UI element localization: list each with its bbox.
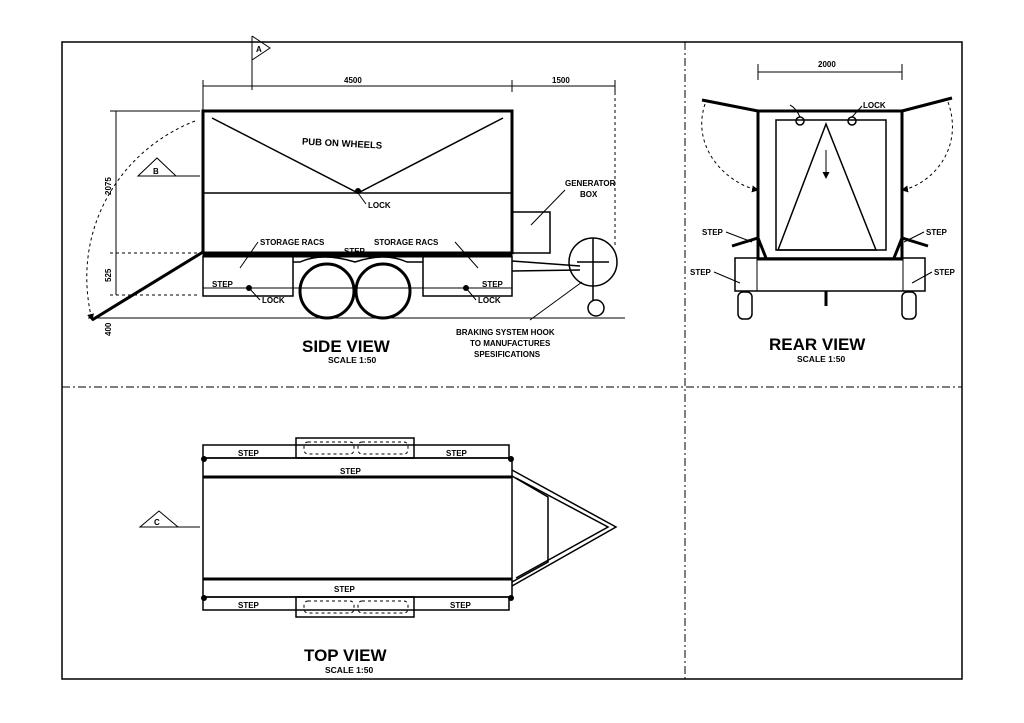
wheel-arch-top (295, 437, 415, 459)
section-marker-c: C (138, 510, 200, 528)
generator-label-2: BOX (580, 190, 598, 199)
trailer-body (201, 109, 514, 255)
rear-wheel-left (737, 291, 753, 320)
dim-2000-label: 2000 (818, 60, 836, 69)
section-marker-b: B (136, 157, 200, 177)
rear-step-label-ur: STEP (926, 228, 948, 237)
step-label-side-front: STEP (482, 280, 504, 289)
braking-note-2: TO MANUFACTURES (470, 339, 551, 348)
wheels-side (298, 262, 412, 320)
lock-label-rear: LOCK (262, 296, 285, 305)
rear-wheel-right (901, 291, 917, 320)
top-step-label-6: STEP (450, 601, 472, 610)
wheel-arch-bottom (295, 596, 415, 618)
rear-ramp (91, 250, 204, 322)
rear-step-label-ll: STEP (690, 268, 712, 277)
marker-a-label: A (256, 45, 262, 54)
marker-c-label: C (154, 518, 160, 527)
side-view-scale: SCALE 1:50 (328, 355, 376, 365)
side-view-title: SIDE VIEW (302, 337, 391, 356)
top-view-scale: SCALE 1:50 (325, 665, 373, 675)
dimension-length: 4500 1500 (202, 76, 616, 245)
marker-b-label: B (153, 167, 159, 176)
rear-lock-label: LOCK (863, 101, 886, 110)
top-step-label-2: STEP (446, 449, 468, 458)
side-view: A 4500 1500 2075 525 400 B (86, 35, 625, 365)
storage-label-front: STORAGE RACS (374, 238, 439, 247)
rear-view-scale: SCALE 1:50 (797, 354, 845, 364)
step-label-side-rear: STEP (212, 280, 234, 289)
top-step-label-1: STEP (238, 449, 260, 458)
rear-view-title: REAR VIEW (769, 335, 866, 354)
rear-view: 2000 LOCK STEP STEP STEP STEP R (690, 60, 956, 364)
top-step-label-4: STEP (334, 585, 356, 594)
generator-label-1: GENERATOR (565, 179, 616, 188)
top-body (202, 457, 513, 598)
sheet-frame (61, 41, 963, 680)
lock-label-front: LOCK (478, 296, 501, 305)
dimension-heights: 2075 525 400 (104, 110, 200, 336)
top-step-label-3: STEP (340, 467, 362, 476)
top-step-label-5: STEP (238, 601, 260, 610)
signage-text: PUB ON WHEELS (302, 136, 383, 151)
awning-struts (211, 117, 504, 194)
rear-step-label-lr: STEP (934, 268, 956, 277)
top-view-title: TOP VIEW (304, 646, 387, 665)
dim-4500-label: 4500 (344, 76, 362, 85)
jockey-wheel (568, 237, 618, 317)
braking-note-3: SPESIFICATIONS (474, 350, 541, 359)
section-marker-a: A (251, 35, 271, 90)
braking-note-1: BRAKING SYSTEM HOOK (456, 328, 555, 337)
storage-label-rear: STORAGE RACS (260, 238, 325, 247)
dim-525-label: 525 (104, 268, 113, 282)
top-view: C STEP STEP STEP STEP STEP STEP TOP VIEW… (138, 437, 618, 675)
dim-2075-label: 2075 (104, 177, 113, 195)
generator-box (511, 211, 551, 254)
lock-label-upper: LOCK (368, 201, 391, 210)
dim-1500-label: 1500 (552, 76, 570, 85)
rear-step-label-ul: STEP (702, 228, 724, 237)
dim-400-label: 400 (104, 322, 113, 336)
rear-chassis (734, 257, 926, 292)
rear-door-triangle (776, 121, 878, 251)
door-swing-arc (86, 120, 196, 321)
step-label-side-center: STEP (344, 247, 366, 256)
